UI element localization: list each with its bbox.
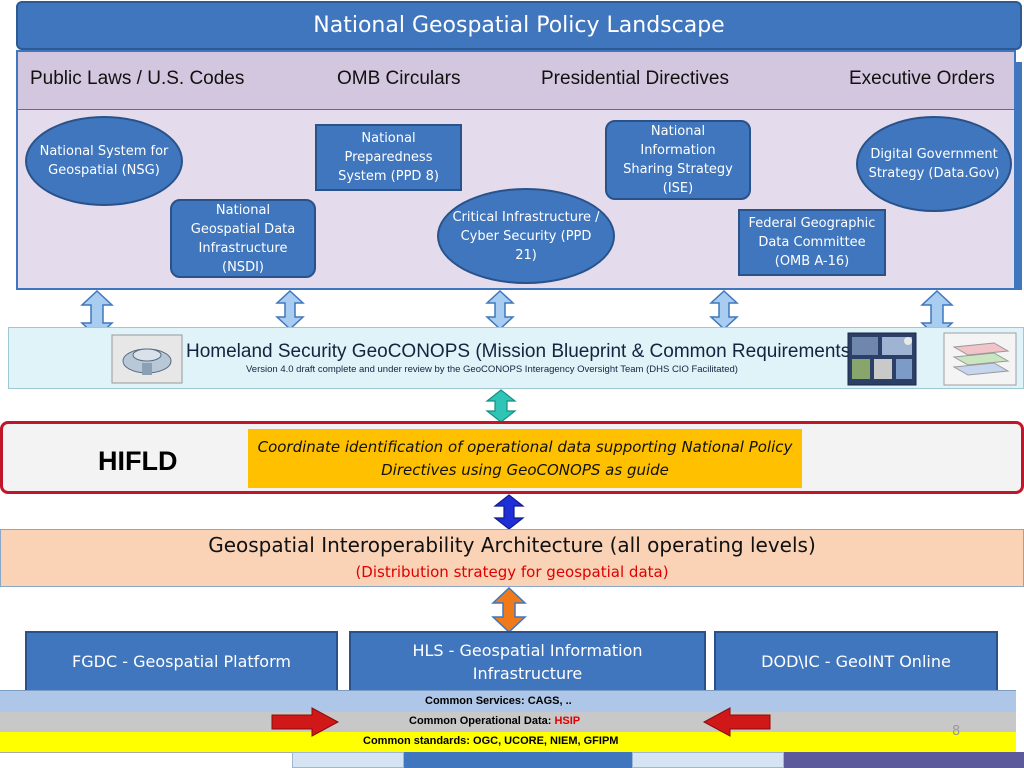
policy-data-gov: Digital Government Strategy (Data.Gov): [856, 116, 1012, 212]
bottom-decor-strip: [0, 752, 1024, 768]
policy-ise: National Information Sharing Strategy (I…: [605, 120, 751, 200]
arrow-left-icon: [702, 707, 771, 737]
architecture-subtitle: (Distribution strategy for geospatial da…: [355, 563, 669, 581]
category-executive-orders: Executive Orders: [849, 68, 995, 89]
common-standards-strip: Common standards: OGC, UCORE, NIEM, GFIP…: [0, 732, 1016, 752]
common-standards-label: Common standards: OGC, UCORE, NIEM, GFIP…: [363, 735, 619, 747]
policy-fgdc-omb-a16: Federal Geographic Data Committee (OMB A…: [738, 209, 886, 276]
category-omb-circulars: OMB Circulars: [337, 68, 461, 89]
policy-ppd21: Critical Infrastructure / Cyber Security…: [437, 188, 615, 284]
policy-category-header: [16, 50, 1016, 110]
hsip-label: HSIP: [554, 715, 581, 727]
arrow-right-icon: [271, 707, 340, 737]
common-services-label: Common Services: CAGS, ..: [425, 695, 572, 707]
platform-fgdc: FGDC - Geospatial Platform: [25, 631, 338, 692]
category-presidential-directives: Presidential Directives: [541, 68, 729, 89]
geoconops-graphic-icon: [111, 334, 183, 384]
policy-ppd8: National Preparedness System (PPD 8): [315, 124, 462, 191]
geoconops-screen-icon: [847, 332, 917, 386]
hifld-callout: Coordinate identification of operational…: [248, 429, 802, 488]
page-title: National Geospatial Policy Landscape: [16, 1, 1022, 50]
policy-box-edge: [1016, 62, 1022, 290]
common-operational-label: Common Operational Data: HSIP: [409, 715, 580, 727]
geoconops-layers-icon: [943, 332, 1017, 386]
policy-nsdi: National Geospatial Data Infrastructure …: [170, 199, 316, 278]
page-number: 8: [952, 724, 961, 739]
geoconops-subtitle: Version 4.0 draft complete and under rev…: [246, 364, 738, 375]
category-public-laws: Public Laws / U.S. Codes: [30, 68, 245, 89]
platform-dod-ic: DOD\IC - GeoINT Online: [714, 631, 998, 692]
geoconops-title: Homeland Security GeoCONOPS (Mission Blu…: [186, 341, 857, 362]
architecture-panel: [0, 529, 1024, 587]
hifld-label: HIFLD: [98, 446, 178, 476]
policy-nsg: National System for Geospatial (NSG): [25, 116, 183, 206]
architecture-title: Geospatial Interoperability Architecture…: [208, 533, 816, 557]
common-services-strip: Common Services: CAGS, ..: [0, 690, 1016, 712]
common-operational-prefix: Common Operational Data:: [409, 715, 555, 727]
